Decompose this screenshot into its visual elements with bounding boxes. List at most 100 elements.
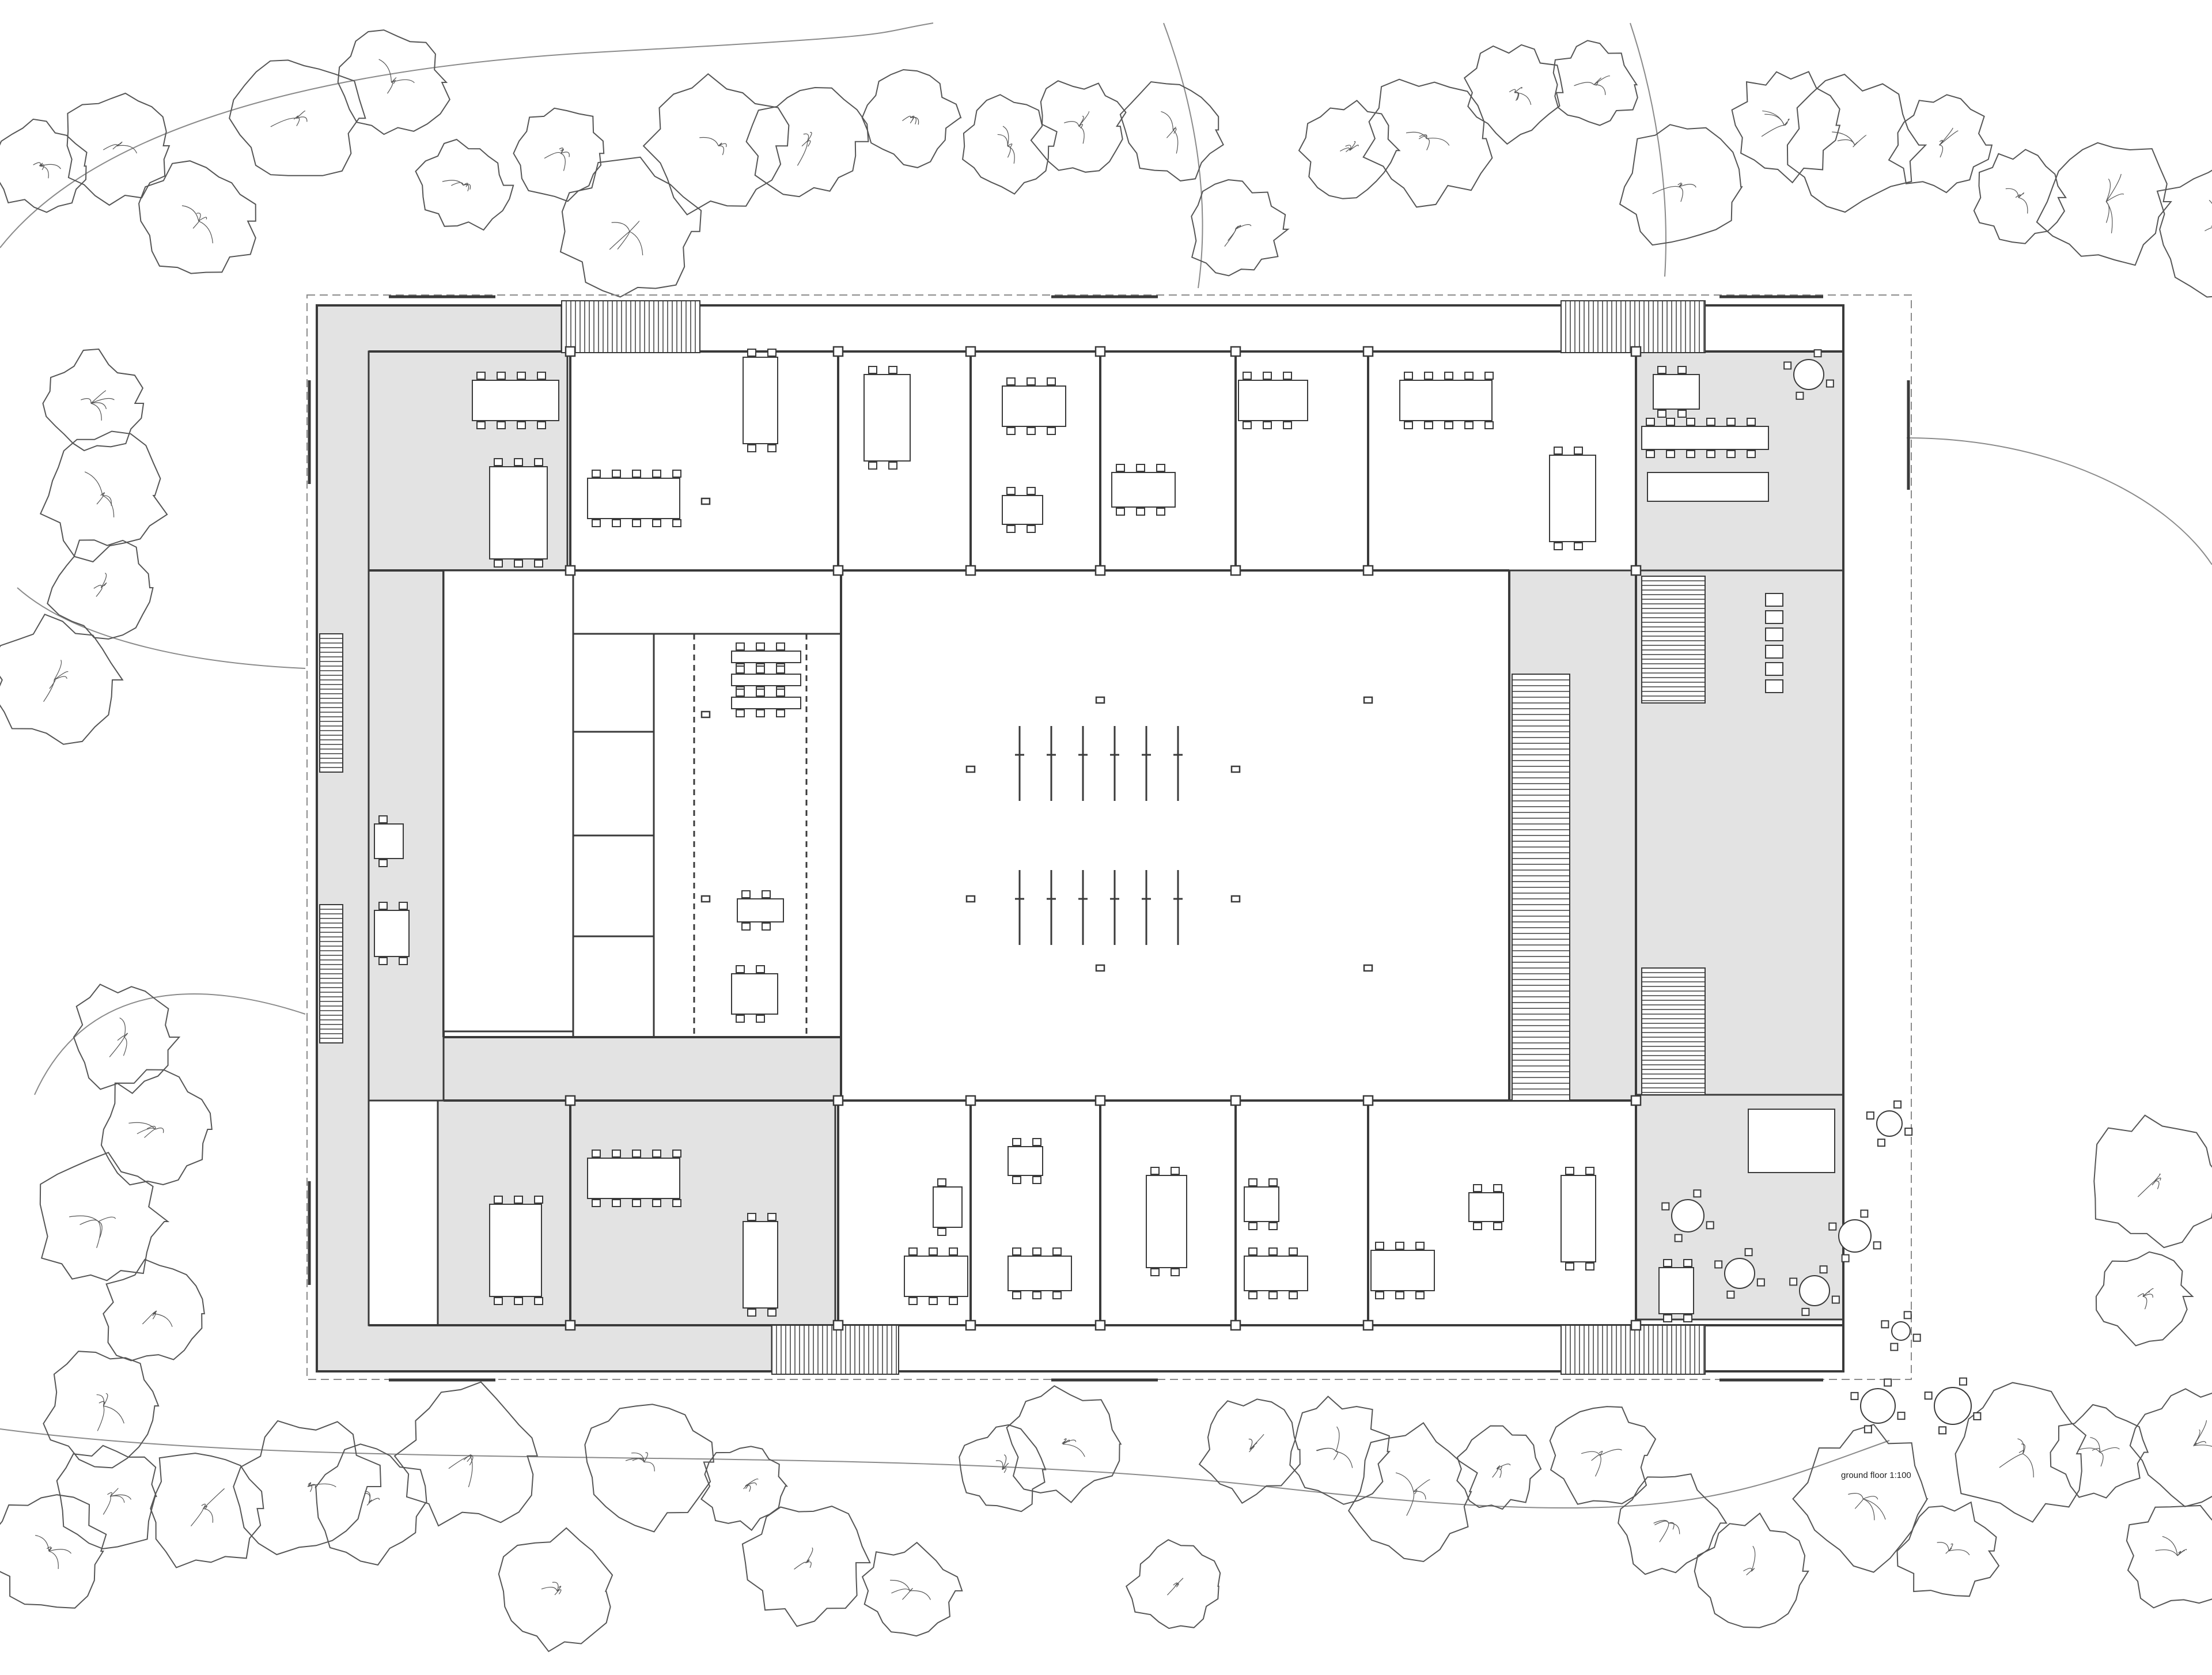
desk-cluster — [1244, 1186, 1279, 1222]
tree-branch — [103, 144, 119, 150]
desk-cluster — [1560, 1175, 1596, 1262]
tree-branch — [718, 143, 727, 148]
chair — [1841, 1254, 1850, 1262]
atrium-fixtures — [1015, 726, 1183, 945]
desk-cluster — [1007, 1146, 1043, 1176]
partitions — [569, 351, 1637, 1325]
tree-branch — [1316, 1447, 1336, 1452]
tree-canopy — [1973, 149, 2067, 244]
chair — [514, 458, 523, 466]
tree-branch — [144, 1129, 156, 1138]
chair — [1574, 447, 1583, 455]
tree-branch — [1652, 186, 1679, 194]
tree-branch — [1668, 1522, 1680, 1534]
chair — [514, 1196, 523, 1204]
chair — [1683, 1259, 1692, 1267]
desk-cluster — [1658, 1267, 1694, 1314]
chair — [1904, 1128, 1913, 1136]
chair — [1924, 1392, 1933, 1400]
tree-branch — [803, 133, 809, 142]
tree-branch — [1514, 92, 1520, 100]
tree-branch — [541, 1586, 558, 1591]
chair — [1032, 1247, 1041, 1256]
tree-branch — [2205, 227, 2212, 232]
south-entrance-stair — [771, 1325, 899, 1375]
tree-branch — [1496, 1465, 1501, 1469]
chair — [1657, 366, 1666, 374]
chair — [1047, 427, 1056, 435]
chair — [592, 470, 601, 478]
tree-branch — [463, 184, 469, 192]
east-stair-lower — [1641, 967, 1706, 1095]
chair — [1289, 1291, 1298, 1299]
chair — [1047, 377, 1056, 385]
toilet-cubicle — [1765, 593, 1783, 607]
tree-branch — [2099, 1451, 2104, 1467]
chair — [1424, 421, 1433, 429]
tree-canopy — [1792, 1424, 1929, 1573]
chair — [741, 922, 751, 931]
tree-canopy — [2126, 1504, 2212, 1609]
tree-branch — [1167, 1586, 1176, 1595]
tree-branch — [1406, 131, 1427, 139]
tree-branch — [124, 1033, 128, 1038]
tree-branch — [192, 220, 200, 229]
toilet-cubicle — [1765, 662, 1783, 676]
tree-branch — [84, 471, 103, 496]
tree-canopy — [962, 94, 1058, 195]
tree-branch — [123, 1037, 127, 1056]
tree-branch — [128, 1122, 156, 1130]
tree-branch — [296, 116, 308, 122]
tree-branch — [2105, 194, 2124, 202]
chair — [652, 1199, 661, 1207]
chair — [756, 965, 765, 973]
chair — [888, 366, 897, 374]
tree-branch — [1335, 1426, 1340, 1452]
chair — [537, 421, 546, 429]
chair — [1032, 1138, 1041, 1146]
chair — [1395, 1291, 1404, 1299]
tree-canopy — [1786, 73, 1927, 213]
chair — [1677, 366, 1687, 374]
chair — [1828, 1222, 1837, 1231]
chair — [1663, 1259, 1672, 1267]
chair — [652, 470, 661, 478]
tree-branch — [2078, 1447, 2100, 1453]
tree-branch — [1593, 84, 1606, 95]
tree-branch — [629, 231, 643, 256]
north-east-entrance-stair — [1560, 300, 1706, 353]
chair — [517, 372, 526, 380]
chair — [1116, 508, 1125, 516]
tree-branch — [296, 110, 305, 119]
chair — [736, 1015, 745, 1023]
column — [1230, 565, 1241, 576]
column — [565, 346, 576, 357]
tree-branch — [1746, 1570, 1753, 1576]
tree-branch — [910, 115, 915, 121]
tree-branch — [1783, 122, 1788, 126]
tree-branch — [1249, 1442, 1257, 1450]
chair — [949, 1247, 958, 1256]
tree-branch — [1002, 1454, 1007, 1470]
tree-canopy — [0, 613, 124, 745]
tree-branch — [93, 585, 102, 589]
chair — [747, 1213, 756, 1221]
column — [1094, 1095, 1106, 1106]
tree-branch — [2022, 1453, 2034, 1478]
column — [700, 895, 711, 903]
chair — [1819, 1265, 1828, 1274]
round-table — [1860, 1388, 1896, 1424]
tree-canopy — [66, 92, 171, 206]
chair — [592, 1150, 601, 1158]
tree-branch — [1235, 224, 1252, 230]
tree-branch — [1939, 145, 1944, 158]
chair — [1415, 1291, 1425, 1299]
tree-branch — [552, 1582, 559, 1591]
tree-branch — [365, 1491, 371, 1503]
tree-branch — [1948, 1549, 1970, 1556]
chair — [736, 965, 745, 973]
column — [1094, 1319, 1106, 1331]
chair — [1444, 421, 1453, 429]
chair — [1027, 487, 1036, 495]
chair — [868, 462, 877, 470]
